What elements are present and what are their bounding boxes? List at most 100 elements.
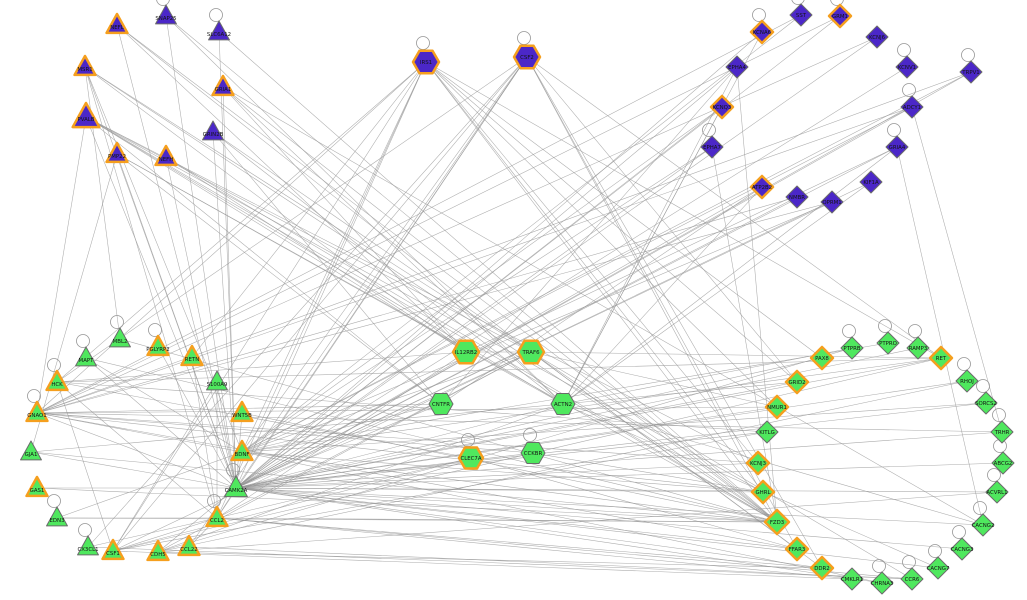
node-KITLG[interactable]: KITLG [755,420,779,444]
node-FFAR3[interactable]: FFAR3 [784,536,810,562]
node-EDN3[interactable]: EDN3 [46,506,68,527]
node-PMP22[interactable]: PMP22 [105,141,129,164]
node-GRIN2B[interactable]: GRIN2B [202,120,224,141]
edge-CHRNA3-BDNF [241,451,883,584]
edge-EPHA4-FZD3 [736,66,778,523]
node-GRM1[interactable]: GRM1 [827,3,853,29]
node-GRIA4[interactable]: GRIA4 [885,135,909,159]
node-NMBR[interactable]: NMBR [785,185,809,209]
edge-SNAP25-CAMK2A [165,15,237,489]
edge-PVALB-CAMK2A [85,116,237,489]
diamond-shape [906,336,930,360]
edge-ATP2B2-CNTFR [440,186,763,405]
node-SST[interactable]: SST [789,3,813,27]
self-loop-SNAP25 [156,0,170,6]
node-KCNV1[interactable]: KCNV1 [895,55,919,79]
triangle-shape [230,400,254,423]
node-PTPRB[interactable]: PTPRB [840,336,864,360]
triangle-shape [25,475,49,498]
triangle-shape [105,12,129,35]
node-KCNJ6[interactable]: KCNJ6 [865,25,889,49]
triangle-shape [25,400,49,423]
self-loop-KCNA6 [752,8,766,22]
node-TRPV1[interactable]: TRPV1 [959,60,983,84]
edge-ACTN2-CAMK2A [235,403,564,489]
diamond-shape [950,537,974,561]
node-CMKLR1[interactable]: CMKLR1 [840,567,864,591]
node-MAPT[interactable]: MAPT [75,346,97,367]
diamond-shape [785,185,809,209]
self-loop-SORCS2 [976,379,990,393]
node-GJA1[interactable]: GJA1 [20,440,42,461]
node-CACNG2[interactable]: CACNG2 [971,513,995,537]
diamond-shape [749,19,775,45]
diamond-shape [745,450,771,476]
edge-GRIA1-ACTN2 [222,86,564,405]
edge-KCNA6-CAMK2A [235,31,763,489]
node-CHRNA3[interactable]: CHRNA3 [870,571,894,595]
edge-GRIN2B-FZD3 [212,131,778,523]
node-IL12RB2[interactable]: IL12RB2 [451,339,481,365]
edge-ACVRL1-CDH5 [157,491,998,553]
triangle-shape [101,538,125,561]
edge-CCL2-HCK [56,381,218,519]
nodes-layer: NEFLSNAP25SLC6A12MSR1GRIA1PVALBGRIN2BPMP… [20,3,1015,595]
node-PAX8[interactable]: PAX8 [809,345,835,371]
node-CLEC7A[interactable]: CLEC7A [457,446,485,470]
node-OPRM1[interactable]: OPRM1 [820,190,844,214]
node-TRAF6[interactable]: TRAF6 [516,339,546,365]
node-PTPRO[interactable]: PTPRO [876,331,900,355]
edge-FZD3-GAS1 [36,487,778,523]
node-RHOJ[interactable]: RHOJ [955,369,979,393]
edge-KCNQ3-BDNF [241,106,723,453]
node-CNTFR[interactable]: CNTFR [428,393,454,415]
node-CCR6[interactable]: CCR6 [900,567,924,591]
node-MSR1[interactable]: MSR1 [73,54,97,77]
edge-RHOJ-CDH5 [157,380,968,553]
triangle-shape [180,344,204,367]
edge-FZD3-EDN3 [56,517,778,523]
edge-TRAF6-BDNF [241,351,532,453]
triangle-shape [146,539,170,562]
node-S100A9[interactable]: S100A9 [206,370,228,391]
node-KCNQ3[interactable]: KCNQ3 [709,94,735,120]
edge-KCNV1-CAMK2A [235,66,908,489]
node-CSF2[interactable]: CSF2 [512,44,542,70]
edge-PMP22-CNTFR [116,153,442,405]
node-RET[interactable]: RET [928,345,954,371]
edge-IRS1-HCK [56,61,427,383]
node-MBL2[interactable]: MBL2 [109,327,131,348]
edge-GRIA4-CAMK2A [235,146,898,489]
node-PVALB[interactable]: PVALB [71,101,101,129]
node-SLC6A12[interactable]: SLC6A12 [207,20,231,41]
edge-IRS1-CSF1 [112,61,427,552]
node-KIF1A[interactable]: KIF1A [859,170,883,194]
node-CACNG3[interactable]: CACNG3 [950,537,974,561]
node-SNAP25[interactable]: SNAP25 [155,4,177,25]
node-CACNG7[interactable]: CACNG7 [926,556,950,580]
edge-NEFL-CAMK2A [116,24,237,489]
node-IRS1[interactable]: IRS1 [411,49,441,75]
edge-FZD3-WNT5B [241,412,778,523]
diamond-shape [900,95,924,119]
edge-CSF2-CX3CL1 [87,56,528,548]
node-CCL22[interactable]: CCL22 [177,534,201,557]
node-GAS1[interactable]: GAS1 [25,475,49,498]
edge-NMBR-GNAO1 [36,196,798,414]
node-NEFL[interactable]: NEFL [105,12,129,35]
edge-CAMK2A-GNAO1 [36,412,237,489]
node-HCK[interactable]: HCK [45,369,69,392]
node-RETN[interactable]: RETN [180,344,204,367]
edge-KCNJ6-GNAO1 [36,36,878,414]
node-ACVRL1[interactable]: ACVRL1 [985,480,1009,504]
node-TRHR[interactable]: TRHR [990,420,1014,444]
diamond-shape [749,174,775,200]
triangle-shape [75,346,97,367]
edge-KCNJ6-CAMK2A [235,36,878,489]
node-GNAO1[interactable]: GNAO1 [25,400,49,423]
node-FZD3[interactable]: FZD3 [763,508,791,536]
node-ADCY1[interactable]: ADCY1 [900,95,924,119]
node-ABCG2[interactable]: ABCG2 [991,451,1015,475]
